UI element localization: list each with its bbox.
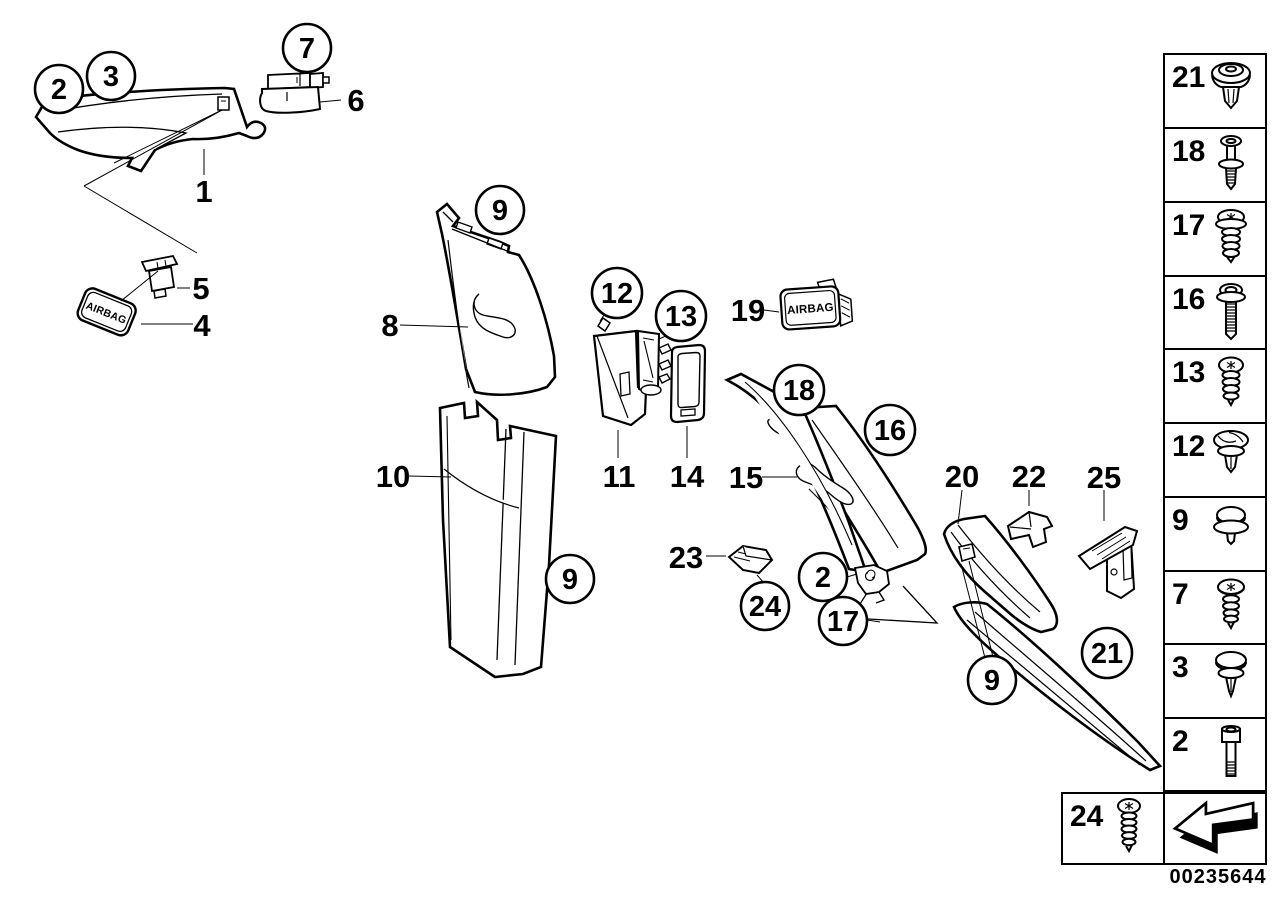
svg-text:2: 2 [51,74,67,106]
legend-cell-2: 2 [1163,717,1267,792]
label-part-11[interactable]: 11 [603,459,636,494]
legend-number: 12 [1172,430,1206,463]
balloon-9-mid[interactable]: 9 [544,553,596,605]
part-23-cover [727,544,774,575]
expanding-rivet-icon [1218,135,1244,191]
label-part-4[interactable]: 4 [193,308,211,343]
legend-cell-17: 17 [1163,201,1267,277]
label-part-20[interactable]: 20 [945,459,979,494]
legend-number: 17 [1172,209,1206,242]
legend-number: 2 [1172,725,1189,758]
label-part-10[interactable]: 10 [376,459,410,494]
expanding-clip-icon [1213,430,1249,474]
legend-number: 18 [1172,135,1206,168]
svg-text:13: 13 [665,301,697,333]
pan-head-screw-icon [1217,578,1245,631]
legend-cell-18: 18 [1163,127,1267,203]
svg-text:24: 24 [749,591,781,623]
part-14-cover [669,343,707,424]
balloon-9-lower[interactable]: 9 [966,654,1018,706]
part-4-airbag-emblem: AIRBAG [76,287,137,337]
expanding-clip-icon [1215,651,1247,699]
label-part-5[interactable]: 5 [192,271,209,306]
push-rivet-clip-icon [1211,62,1251,110]
socket-head-bolt-icon [1221,724,1241,777]
next-diagram-button[interactable] [1163,792,1267,865]
svg-text:18: 18 [783,375,815,407]
legend-number: 13 [1172,356,1206,389]
balloon-callouts: 2 3 7 9 12 13 18 16 [33,22,1134,706]
svg-text:21: 21 [1091,638,1123,670]
label-part-1[interactable]: 1 [195,174,212,209]
balloon-21[interactable]: 21 [1080,626,1134,680]
svg-text:2: 2 [815,562,831,594]
balloon-3[interactable]: 3 [85,50,137,102]
legend-number: 16 [1172,283,1206,316]
balloon-9-upper[interactable]: 9 [474,184,526,236]
tapping-screw-icon [1117,797,1141,853]
svg-text:12: 12 [601,278,633,310]
legend-number: 7 [1172,578,1189,611]
part-5-bracket [140,254,179,299]
legend-cell-3: 3 [1163,643,1267,719]
number-labels: 1 5 4 6 8 10 11 14 15 19 20 22 23 25 [192,83,1121,575]
label-part-25[interactable]: 25 [1087,460,1121,495]
balloon-24[interactable]: 24 [739,580,791,632]
balloon-17[interactable]: 17 [817,595,869,647]
part-10-b-pillar-trim-lower [438,398,558,679]
balloon-12[interactable]: 12 [590,266,644,320]
svg-text:7: 7 [299,33,315,65]
part-8-b-pillar-trim-upper [435,202,557,397]
balloon-16[interactable]: 16 [863,403,917,457]
legend-number: 21 [1172,61,1206,94]
direction-arrow-icon [1172,800,1258,854]
label-part-22[interactable]: 22 [1012,459,1046,494]
balloon-13[interactable]: 13 [654,289,708,343]
part-25-bracket [1077,525,1139,600]
svg-text:9: 9 [984,665,1000,697]
balloon-2-right[interactable]: 2 [797,551,849,603]
part-20-quarter-trim [942,514,1059,634]
part-22-clip [1006,510,1054,549]
svg-text:9: 9 [562,564,578,596]
part-19-airbag-emblem: AIRBAG [779,278,854,331]
legend-cell-24: 24 [1061,792,1165,865]
balloon-18[interactable]: 18 [772,363,826,417]
legend-cell-13: 13 [1163,348,1267,424]
svg-text:16: 16 [874,415,906,447]
label-part-23[interactable]: 23 [669,540,703,575]
part-15-a-pillar-trim-right [723,372,928,575]
legend-number: 9 [1172,504,1189,537]
svg-text:3: 3 [103,61,119,93]
label-part-15[interactable]: 15 [729,460,763,495]
balloon-2[interactable]: 2 [33,63,85,115]
part-6-bracket [259,72,330,114]
legend-number: 3 [1172,651,1189,684]
torx-screw-icon [1218,356,1244,408]
label-part-6[interactable]: 6 [347,83,364,118]
legend-cell-12: 12 [1163,422,1267,498]
part-21-sill-trim [952,601,1163,772]
label-part-8[interactable]: 8 [381,308,398,343]
label-part-19[interactable]: 19 [731,293,765,328]
legend-number: 24 [1070,800,1104,833]
flanged-bolt-icon [1216,283,1246,341]
legend-cell-16: 16 [1163,275,1267,351]
balloon-7[interactable]: 7 [281,22,333,74]
legend-cell-9: 9 [1163,496,1267,572]
svg-text:17: 17 [827,606,859,638]
legend-cell-7: 7 [1163,570,1267,646]
emblem-text: AIRBAG [787,302,834,317]
part-11-bracket [592,316,672,427]
svg-text:9: 9 [492,195,508,227]
label-part-14[interactable]: 14 [670,459,705,494]
leader-lines [83,99,1105,659]
document-number: 00235644 [1169,866,1267,888]
legend-cell-21: 21 [1163,53,1267,129]
grommet-clip-icon [1213,506,1249,546]
screw-with-washer-icon [1215,209,1247,264]
